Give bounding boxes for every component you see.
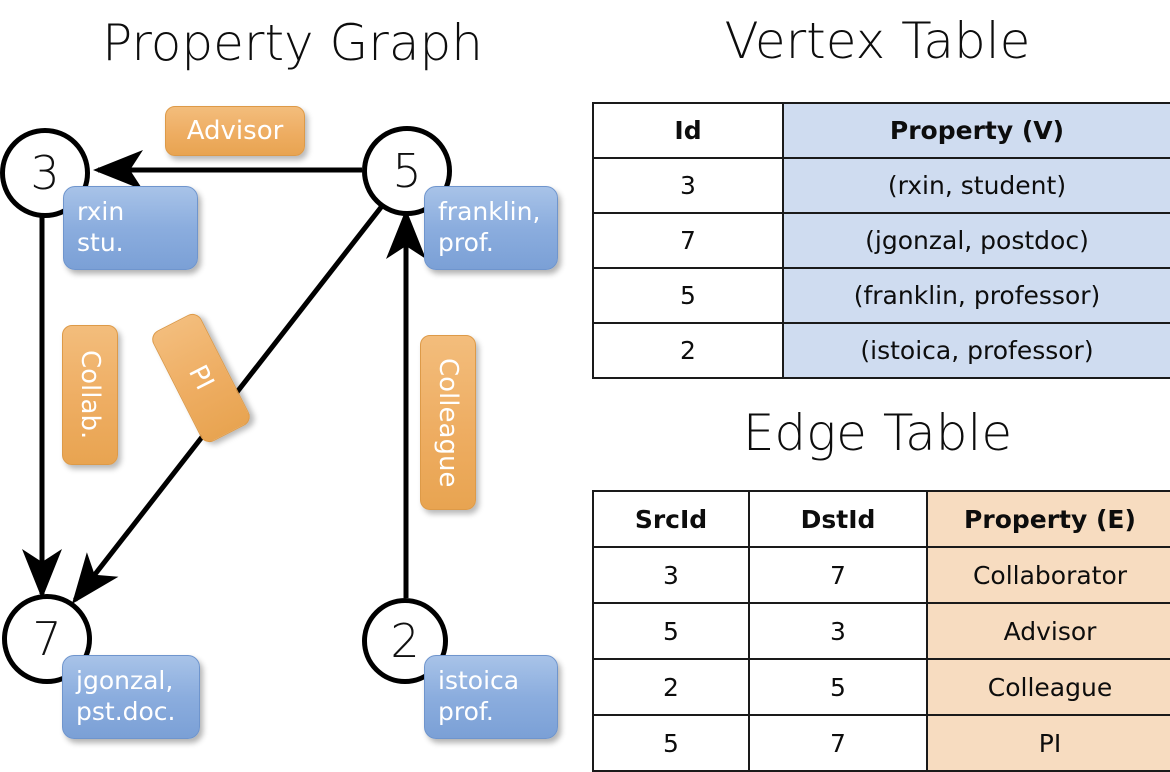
edge-label-colleague-text: Colleague [433, 357, 463, 488]
edge-row-0-src: 3 [592, 546, 750, 604]
graph-node-3-label: 3 [30, 146, 60, 200]
vertex-row-0-id: 3 [592, 157, 784, 214]
node-property-box-rxin[interactable]: rxin stu. [63, 186, 198, 270]
vertex-table-header-property: Property (V) [782, 102, 1170, 159]
node-property-franklin-line1: franklin, [438, 197, 541, 226]
node-property-box-istoica[interactable]: istoica prof. [424, 655, 558, 739]
table-row: 3 (rxin, student) [592, 157, 1170, 214]
edge-table-header-srcid: SrcId [592, 490, 750, 548]
edge-row-3-src: 5 [592, 714, 750, 772]
edge-row-2-src: 2 [592, 658, 750, 716]
table-row: 5 (franklin, professor) [592, 267, 1170, 324]
table-row: 5 7 PI [592, 714, 1170, 772]
vertex-table: Id Property (V) 3 (rxin, student) 7 (jgo… [592, 102, 1170, 379]
edge-row-3-property: PI [926, 714, 1170, 772]
edge-row-0-property: Collaborator [926, 546, 1170, 604]
vertex-row-2-id: 5 [592, 267, 784, 324]
node-property-rxin-line2: stu. [77, 228, 124, 258]
table-row: 2 (istoica, professor) [592, 322, 1170, 379]
edge-label-advisor-text: Advisor [186, 116, 284, 146]
edge-row-1-dst: 3 [748, 602, 928, 660]
page-title-edge-table: Edge Table [742, 404, 1013, 462]
page-title-property-graph: Property Graph [102, 14, 483, 72]
edge-table-header-property: Property (E) [926, 490, 1170, 548]
vertex-table-header-row: Id Property (V) [592, 102, 1170, 159]
node-property-istoica-line2: prof. [438, 697, 494, 727]
vertex-row-0-property: (rxin, student) [782, 157, 1170, 214]
vertex-row-2-property: (franklin, professor) [782, 267, 1170, 324]
edge-row-0-dst: 7 [748, 546, 928, 604]
edge-label-colleague[interactable]: Colleague [420, 335, 476, 510]
table-row: 3 7 Collaborator [592, 546, 1170, 604]
page-title-vertex-table: Vertex Table [724, 12, 1031, 70]
table-row: 2 5 Colleague [592, 658, 1170, 716]
vertex-row-1-id: 7 [592, 212, 784, 269]
graph-node-2[interactable]: 2 [362, 598, 448, 684]
node-property-box-franklin[interactable]: franklin, prof. [424, 186, 558, 270]
table-row: 5 3 Advisor [592, 602, 1170, 660]
node-property-rxin-line1: rxin [77, 197, 125, 226]
edge-row-2-dst: 5 [748, 658, 928, 716]
edge-label-collab-text: Collab. [75, 350, 105, 440]
node-property-box-jgonzal[interactable]: jgonzal, pst.doc. [62, 655, 200, 739]
vertex-table-header-id: Id [592, 102, 784, 159]
node-property-franklin-line2: prof. [438, 228, 494, 258]
edge-row-1-property: Advisor [926, 602, 1170, 660]
node-property-jgonzal-line2: pst.doc. [76, 697, 176, 727]
edge-table-header-dstid: DstId [748, 490, 928, 548]
edge-label-collab[interactable]: Collab. [62, 325, 118, 465]
edge-row-1-src: 5 [592, 602, 750, 660]
table-row: 7 (jgonzal, postdoc) [592, 212, 1170, 269]
edge-row-2-property: Colleague [926, 658, 1170, 716]
graph-node-2-label: 2 [390, 614, 420, 668]
edge-table: SrcId DstId Property (E) 3 7 Collaborato… [592, 490, 1170, 772]
graph-node-5-label: 5 [392, 144, 422, 198]
edge-row-3-dst: 7 [748, 714, 928, 772]
edge-label-advisor[interactable]: Advisor [165, 106, 305, 156]
graph-node-7-label: 7 [32, 612, 62, 666]
node-property-jgonzal-line1: jgonzal, [76, 666, 174, 695]
node-property-istoica-line1: istoica [438, 666, 520, 695]
vertex-row-3-property: (istoica, professor) [782, 322, 1170, 379]
edge-table-header-row: SrcId DstId Property (E) [592, 490, 1170, 548]
edge-label-pi-text: PI [182, 360, 220, 396]
vertex-row-3-id: 2 [592, 322, 784, 379]
property-graph-diagram: 3 5 7 2 rxin stu. franklin, prof. jgonza… [0, 0, 585, 760]
vertex-row-1-property: (jgonzal, postdoc) [782, 212, 1170, 269]
